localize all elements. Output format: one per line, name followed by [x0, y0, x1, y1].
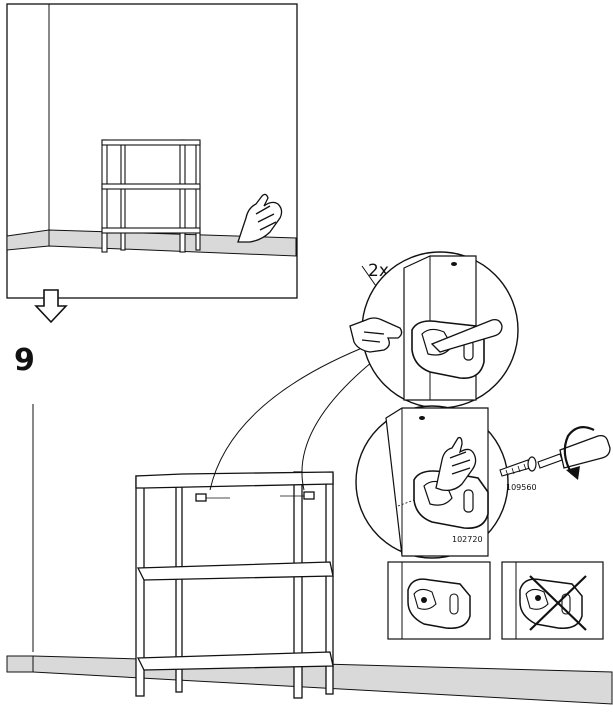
- step-number: 9: [14, 343, 35, 378]
- wall-bracket-icon: [413, 470, 489, 530]
- hand-pointing-icon: [237, 193, 283, 243]
- down-arrow-icon: [34, 289, 68, 324]
- hand-pointing-icon: [349, 317, 403, 353]
- screw-part-number: 109560: [506, 483, 537, 492]
- screw-icon: [499, 456, 537, 477]
- detail-marking: [349, 251, 519, 409]
- bracket-part-number: 102720: [452, 535, 483, 544]
- screwdriver-icon: [537, 434, 611, 469]
- shelf-unit: [135, 471, 334, 699]
- correct-example: [387, 561, 491, 640]
- overview-panel: [6, 3, 298, 299]
- main-scene: [6, 343, 613, 705]
- rotate-arrow-icon: [563, 425, 595, 480]
- hand-pointing-icon: [435, 436, 477, 492]
- detail-screwing: 109560 102720: [355, 405, 611, 559]
- incorrect-example: [501, 561, 604, 640]
- shelf-unit-small: [101, 139, 201, 253]
- cross-icon: [529, 575, 587, 631]
